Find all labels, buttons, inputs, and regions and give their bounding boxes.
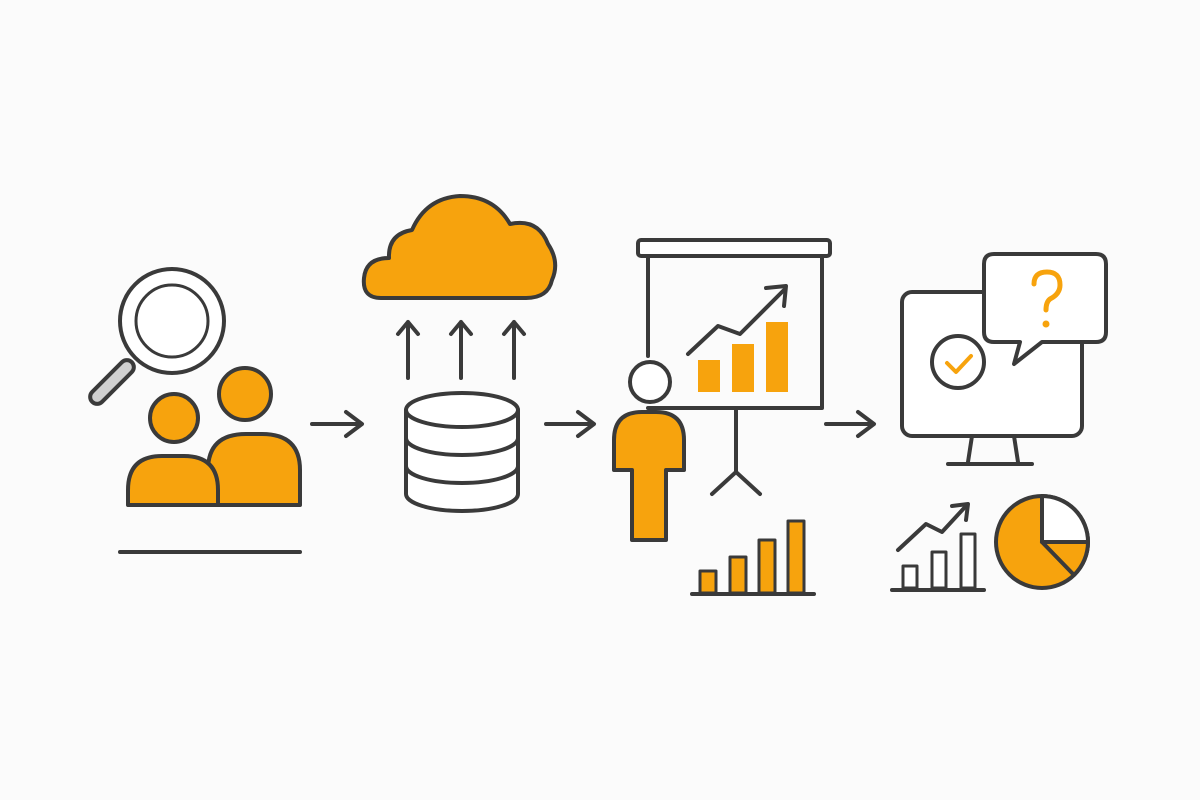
people-group-icon [126,366,302,507]
board-bar-chart-icon [698,322,788,392]
presentation-board-icon [636,238,832,496]
step-audience-research [88,267,302,554]
step-review [890,252,1108,592]
step-presentation [612,238,832,596]
pie-chart-icon [994,494,1090,590]
right-arrow-icon [310,410,364,438]
bar-chart-icon [690,519,816,596]
right-arrow-icon [544,410,596,438]
trend-arrow-icon [686,284,788,356]
magnifying-glass-icon [88,267,226,406]
upload-arrows-icon [396,320,526,380]
line-chart-icon [890,502,986,592]
database-icon [404,391,520,513]
right-arrow-icon [824,410,876,438]
step-data-collection [361,194,558,513]
checkmark-icon [930,334,986,390]
presenter-person-icon [612,360,686,542]
cloud-icon [361,194,558,300]
question-bubble-icon [982,252,1108,366]
